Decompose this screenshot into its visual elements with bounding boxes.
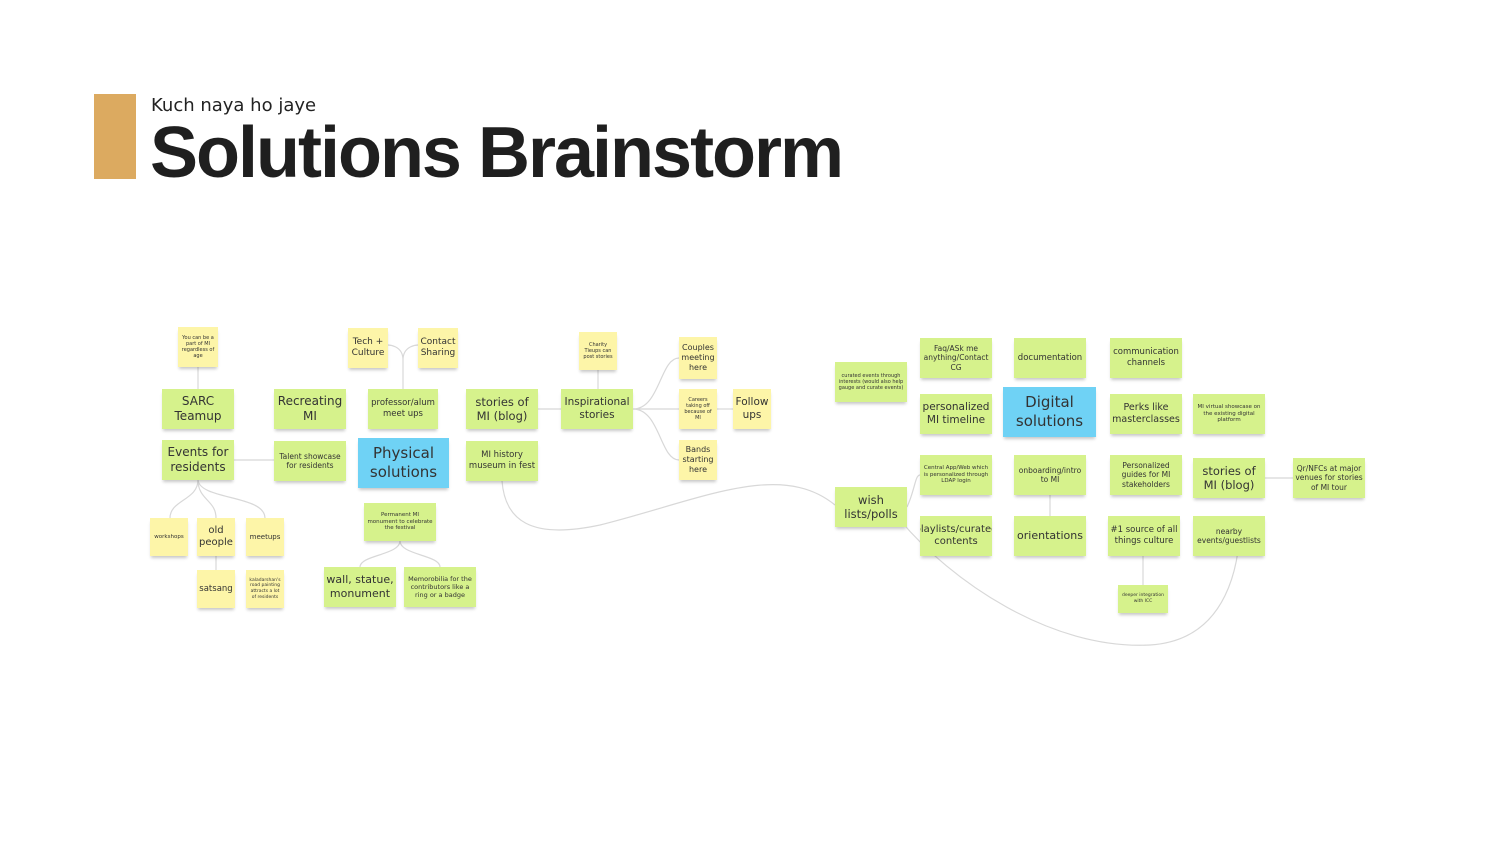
sticky-note[interactable]: Qr/NFCs at major venues for stories of M… [1293, 458, 1365, 498]
sticky-note[interactable]: deeper integration with ICC [1118, 585, 1168, 613]
sticky-note[interactable]: orientations [1014, 516, 1086, 556]
sticky-note[interactable]: professor/alum meet ups [368, 389, 438, 429]
sticky-note[interactable]: playlists/curated contents [920, 516, 992, 556]
topic-physical-solutions[interactable]: Physical solutions [358, 438, 449, 488]
sticky-note[interactable]: Bands starting here [679, 440, 717, 480]
sticky-note[interactable]: Personalized guides for MI stakeholders [1110, 455, 1182, 495]
sticky-note[interactable]: MI history museum in fest [466, 441, 538, 481]
sticky-note[interactable]: curated events through interests (would … [835, 362, 907, 402]
sticky-note[interactable]: stories of MI (blog) [466, 389, 538, 429]
sticky-note[interactable]: stories of MI (blog) [1193, 458, 1265, 498]
page-title: Solutions Brainstorm [150, 113, 844, 193]
title-accent-bar [94, 94, 136, 179]
sticky-note[interactable]: Faq/ASk me anything/Contact CG [920, 338, 992, 378]
sticky-note[interactable]: wish lists/polls [835, 487, 907, 527]
sticky-note[interactable]: MI virtual showcase on the existing digi… [1193, 394, 1265, 434]
sticky-note[interactable]: Talent showcase for residents [274, 441, 346, 481]
sticky-note[interactable]: Permanent MI monument to celebrate the f… [364, 503, 436, 541]
sticky-note[interactable]: old people [197, 518, 235, 556]
sticky-note[interactable]: Central App/Web which is personalized th… [920, 455, 992, 495]
sticky-note[interactable]: meetups [246, 518, 284, 556]
sticky-note[interactable]: #1 source of all things culture [1108, 516, 1180, 556]
sticky-note[interactable]: onboarding/intro to MI [1014, 455, 1086, 495]
sticky-note[interactable]: Follow ups [733, 389, 771, 429]
sticky-note[interactable]: documentation [1014, 338, 1086, 378]
topic-digital-solutions[interactable]: Digital solutions [1003, 387, 1096, 437]
sticky-note[interactable]: personalized MI timeline [920, 394, 992, 434]
sticky-note[interactable]: Charity Tieups can post stories [579, 332, 617, 370]
sticky-note[interactable]: SARC Teamup [162, 389, 234, 429]
sticky-note[interactable]: workshops [150, 518, 188, 556]
sticky-note[interactable]: Contact Sharing [418, 328, 458, 368]
sticky-note[interactable]: Careers taking off because of MI [679, 389, 717, 429]
sticky-note[interactable]: nearby events/guestlists [1193, 516, 1265, 556]
subtitle: Kuch naya ho jaye [151, 95, 317, 116]
sticky-note[interactable]: You can be a part of MI regardless of ag… [178, 327, 218, 367]
sticky-note[interactable]: Recreating MI [274, 389, 346, 429]
sticky-note[interactable]: wall, statue, monument [324, 567, 396, 607]
sticky-note[interactable]: communication channels [1110, 338, 1182, 378]
sticky-note[interactable]: Perks like masterclasses [1110, 394, 1182, 434]
sticky-note[interactable]: Couples meeting here [679, 337, 717, 379]
sticky-note[interactable]: Inspirational stories [561, 389, 633, 429]
sticky-note[interactable]: Tech + Culture [348, 328, 388, 368]
sticky-note[interactable]: Memorobilia for the contributors like a … [404, 567, 476, 607]
sticky-note[interactable]: Events for residents [162, 440, 234, 480]
sticky-note[interactable]: kaladarshan's road painting attracts a l… [246, 570, 284, 608]
sticky-note[interactable]: satsang [197, 570, 235, 608]
